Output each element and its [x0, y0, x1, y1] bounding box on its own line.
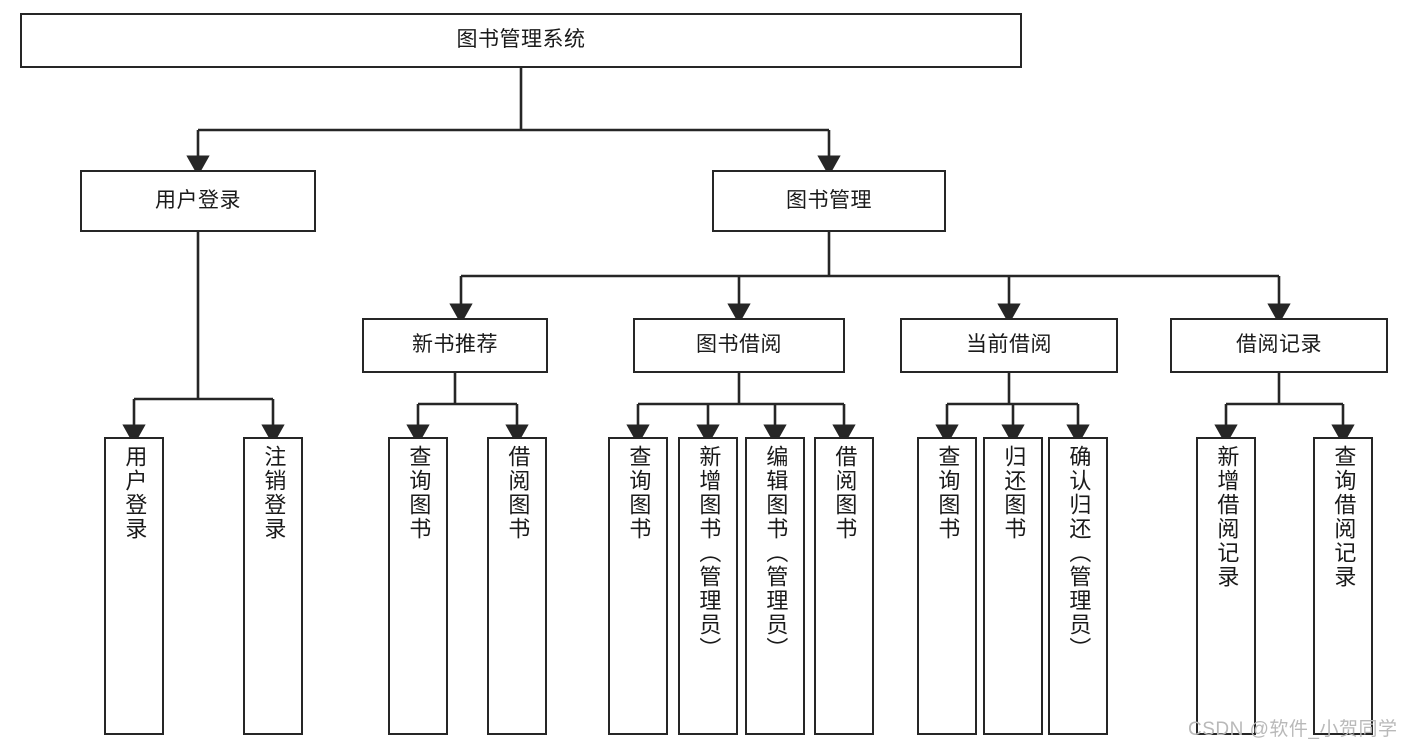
- node-leaf-confirm-return[interactable]: 确认归还（管理员）: [1048, 437, 1108, 735]
- node-borrow-record[interactable]: 借阅记录: [1170, 318, 1388, 373]
- node-leaf-logout-label: 注销登录: [261, 445, 287, 541]
- node-leaf-borrow-book-1[interactable]: 借阅图书: [487, 437, 547, 735]
- node-leaf-user-login-label: 用户登录: [122, 445, 148, 541]
- node-leaf-edit-book[interactable]: 编辑图书（管理员）: [745, 437, 805, 735]
- node-new-book-rec[interactable]: 新书推荐: [362, 318, 548, 373]
- node-leaf-borrow-book-2[interactable]: 借阅图书: [814, 437, 874, 735]
- node-root-label: 图书管理系统: [456, 28, 586, 52]
- node-book-manage-label: 图书管理: [786, 188, 872, 212]
- node-leaf-edit-book-label: 编辑图书（管理员）: [763, 445, 789, 661]
- node-leaf-borrow-book-1-label: 借阅图书: [505, 445, 531, 541]
- node-current-borrow-label: 当前借阅: [966, 333, 1052, 357]
- node-root[interactable]: 图书管理系统: [20, 13, 1022, 68]
- node-leaf-add-book-label: 新增图书（管理员）: [696, 445, 722, 661]
- node-leaf-add-record-label: 新增借阅记录: [1214, 445, 1240, 589]
- node-leaf-return-book-label: 归还图书: [1001, 445, 1027, 541]
- node-leaf-query-book-2[interactable]: 查询图书: [608, 437, 668, 735]
- node-current-borrow[interactable]: 当前借阅: [900, 318, 1118, 373]
- node-leaf-add-record[interactable]: 新增借阅记录: [1196, 437, 1256, 735]
- node-leaf-user-login[interactable]: 用户登录: [104, 437, 164, 735]
- node-leaf-query-book-1-label: 查询图书: [406, 445, 432, 541]
- watermark: CSDN @软件_小贺同学: [1188, 719, 1398, 740]
- node-leaf-query-book-3-label: 查询图书: [935, 445, 961, 541]
- node-book-borrow-label: 图书借阅: [696, 333, 782, 357]
- node-leaf-query-book-1[interactable]: 查询图书: [388, 437, 448, 735]
- node-leaf-query-book-3[interactable]: 查询图书: [917, 437, 977, 735]
- node-leaf-query-record[interactable]: 查询借阅记录: [1313, 437, 1373, 735]
- node-leaf-add-book[interactable]: 新增图书（管理员）: [678, 437, 738, 735]
- node-leaf-logout[interactable]: 注销登录: [243, 437, 303, 735]
- node-user-login-label: 用户登录: [155, 188, 241, 212]
- node-leaf-confirm-return-label: 确认归还（管理员）: [1066, 445, 1092, 661]
- node-user-login[interactable]: 用户登录: [80, 170, 316, 232]
- node-leaf-query-book-2-label: 查询图书: [626, 445, 652, 541]
- node-leaf-return-book[interactable]: 归还图书: [983, 437, 1043, 735]
- node-leaf-query-record-label: 查询借阅记录: [1331, 445, 1357, 589]
- node-leaf-borrow-book-2-label: 借阅图书: [832, 445, 858, 541]
- node-new-book-rec-label: 新书推荐: [412, 333, 498, 357]
- node-book-manage[interactable]: 图书管理: [712, 170, 946, 232]
- node-borrow-record-label: 借阅记录: [1236, 333, 1322, 357]
- node-book-borrow[interactable]: 图书借阅: [633, 318, 845, 373]
